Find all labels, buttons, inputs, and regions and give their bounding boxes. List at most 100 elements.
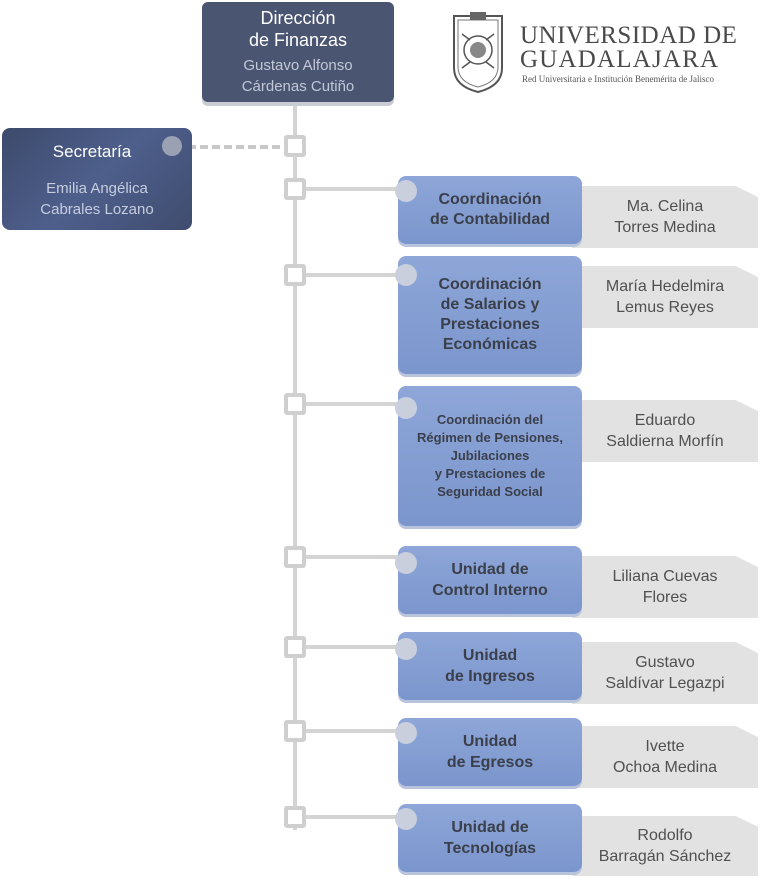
unit-person-line: Saldierna Morfín	[606, 433, 724, 450]
unit-title-line: Control Interno	[432, 582, 548, 599]
unit-title-line: Unidad de	[451, 561, 529, 578]
secretaria-person-line1: Emilia Angélica	[46, 180, 148, 197]
unit-connector-square	[284, 720, 306, 742]
direccion-person-line1: Gustavo Alfonso	[243, 57, 353, 74]
unit-connector-line	[306, 187, 402, 191]
university-seal-icon	[453, 12, 503, 94]
unit-title-line: Prestaciones	[440, 316, 540, 333]
unit-title-line: Jubilaciones	[450, 448, 530, 463]
unit-title-line: Seguridad Social	[437, 484, 543, 499]
unit-connector-line	[306, 273, 402, 277]
unit-connector-line	[306, 402, 402, 406]
unit-person-line: Eduardo	[634, 412, 696, 429]
unit-title-line: de Ingresos	[445, 668, 535, 685]
direccion-title-line2: de Finanzas	[248, 30, 348, 50]
secretaria-box: Secretaría Emilia Angélica Cabrales Loza…	[2, 128, 192, 230]
unit-person-line: Flores	[642, 589, 688, 606]
secretaria-person-line2: Cabrales Lozano	[40, 201, 154, 218]
logo-tagline: Red Universitaria e Institución Beneméri…	[522, 74, 714, 84]
direccion-person: Gustavo Alfonso Cárdenas Cutiño	[202, 55, 394, 97]
unit-person-line: Saldívar Legazpi	[605, 675, 725, 692]
unit-person-line: Rodolfo	[637, 827, 693, 844]
unit-person-line: Torres Medina	[614, 219, 716, 236]
unit-title-line: y Prestaciones de	[434, 466, 546, 481]
unit-box: Unidad de Ingresos	[398, 632, 582, 700]
secretaria-title: Secretaría	[52, 142, 132, 161]
unit-dot	[395, 638, 417, 660]
unit-title-line: Coordinación del	[436, 412, 544, 427]
unit-dot	[395, 180, 417, 202]
unit-person-line: Gustavo	[635, 654, 695, 671]
unit-person-line: Lemus Reyes	[616, 299, 714, 316]
unit-title-line: Coordinación	[438, 276, 542, 293]
unit-connector-line	[306, 729, 402, 733]
unit-connector-square	[284, 393, 306, 415]
unit-connector-line	[306, 645, 402, 649]
unit-title-line: Coordinación	[438, 191, 542, 208]
secretaria-dashed-connector	[188, 145, 292, 149]
unit-dot	[395, 552, 417, 574]
unit-connector-line	[306, 815, 402, 819]
secretaria-person: Emilia Angélica Cabrales Lozano	[2, 178, 192, 220]
unit-dot	[395, 808, 417, 830]
direccion-title-line1: Dirección	[260, 8, 336, 28]
unit-connector-square	[284, 264, 306, 286]
unit-person-line: Liliana Cuevas	[612, 568, 718, 585]
unit-dot	[395, 397, 417, 419]
unit-box: Unidad de Tecnologías	[398, 804, 582, 872]
unit-connector-square	[284, 636, 306, 658]
direccion-box: Dirección de Finanzas Gustavo Alfonso Cá…	[202, 2, 394, 102]
unit-title-line: de Salarios y	[440, 296, 540, 313]
unit-person-line: Ivette	[645, 738, 685, 755]
unit-box: Coordinación de Contabilidad	[398, 176, 582, 244]
logo-university-line1: UNIVERSIDAD DE	[520, 22, 738, 49]
unit-title-line: de Contabilidad	[430, 211, 550, 228]
unit-title-line: Unidad de	[451, 819, 529, 836]
unit-person-line: Barragán Sánchez	[598, 848, 732, 865]
unit-title-line: Unidad	[462, 733, 518, 750]
unit-title-line: Tecnologías	[443, 840, 537, 857]
unit-title-line: Económicas	[442, 336, 538, 353]
unit-dot	[395, 722, 417, 744]
unit-title: Unidad de Ingresos	[445, 645, 535, 687]
unit-title-line: de Egresos	[446, 754, 534, 771]
unit-title-line: Régimen de Pensiones,	[417, 430, 563, 445]
unit-connector-square	[284, 546, 306, 568]
unit-connector-square	[284, 178, 306, 200]
unit-dot	[395, 264, 417, 286]
unit-box: Unidad de Egresos	[398, 718, 582, 786]
unit-person-line: María Hedelmira	[605, 278, 725, 295]
unit-title: Unidad de Tecnologías	[444, 817, 536, 859]
unit-box: Unidad de Control Interno	[398, 546, 582, 614]
org-trunk-line	[293, 100, 297, 830]
unit-title-line: Unidad	[462, 647, 518, 664]
unit-connector-line	[306, 555, 402, 559]
unit-title: Unidad de Egresos	[447, 731, 533, 773]
secretaria-dot	[162, 136, 182, 156]
logo-university-line2: GUADALAJARA	[520, 46, 720, 73]
direccion-person-line2: Cárdenas Cutiño	[241, 78, 355, 95]
unit-title: Coordinación de Contabilidad	[430, 190, 550, 230]
unit-person-line: Ochoa Medina	[612, 759, 718, 776]
secretaria-connector-square	[284, 135, 306, 157]
unit-connector-square	[284, 806, 306, 828]
direccion-title: Dirección de Finanzas	[202, 7, 394, 51]
